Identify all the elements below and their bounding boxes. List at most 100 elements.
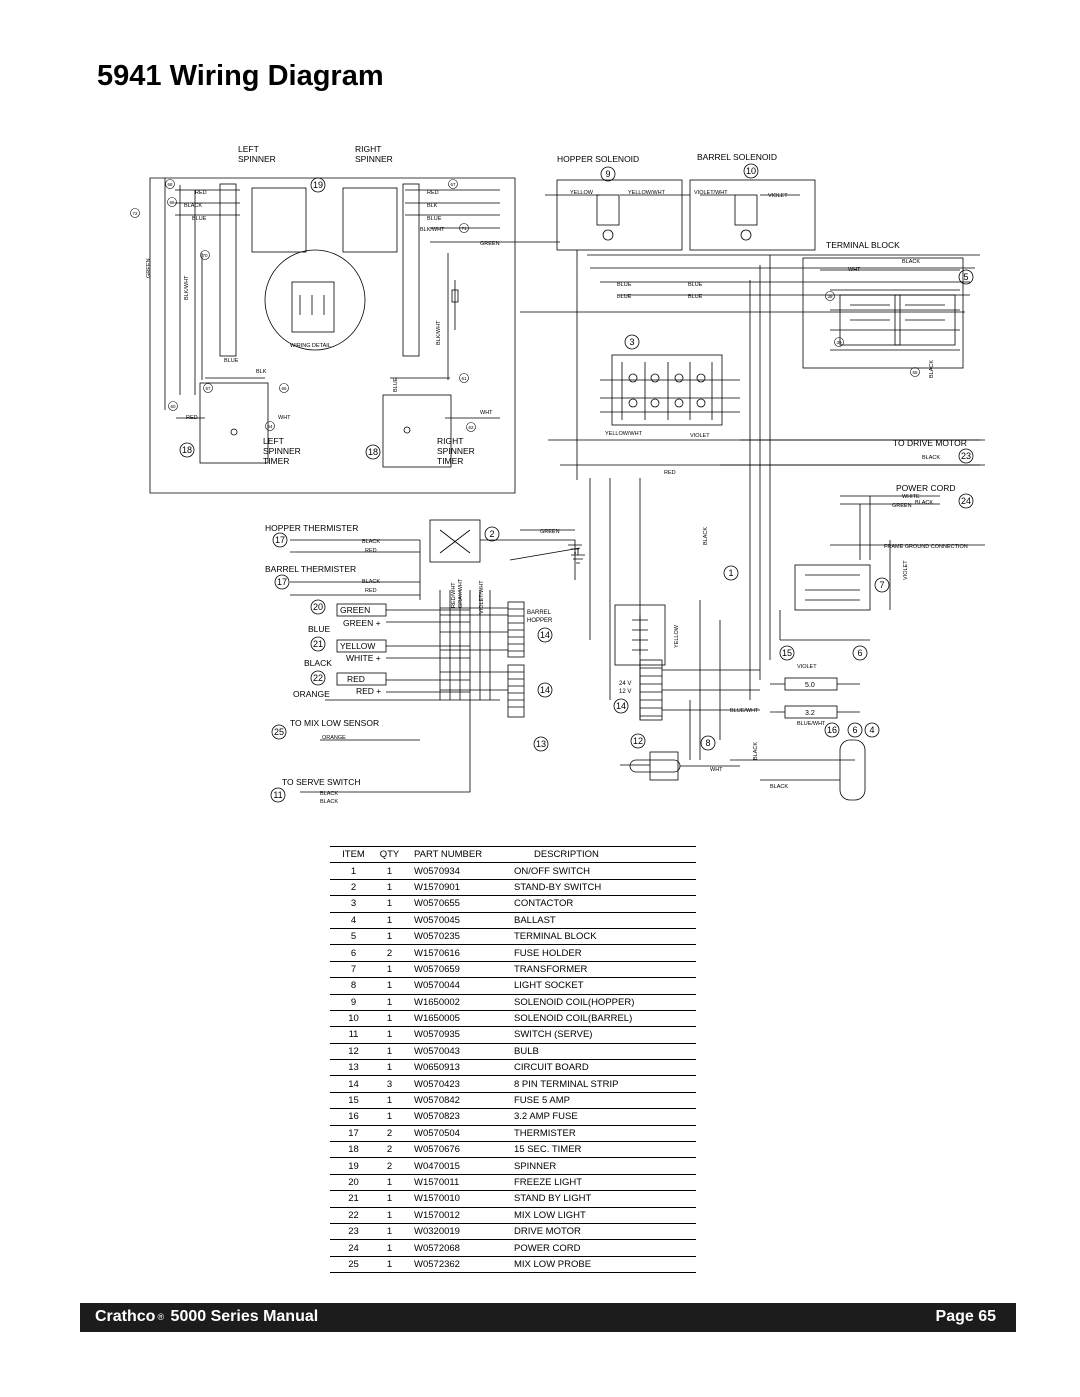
callout-14b: 14 (537, 682, 553, 698)
wire-label-violet-fuse: VIOLET (797, 664, 817, 670)
hopper-solenoid-label: HOPPER SOLENOID (557, 154, 639, 164)
cell-item: 11 (330, 1026, 377, 1044)
cell-item: 22 (330, 1207, 377, 1224)
cell-part-number: W1650005 (402, 1010, 508, 1028)
callout-24: 24 (958, 493, 974, 509)
svg-text:8: 8 (705, 738, 710, 748)
wire-num-72: 72 (130, 208, 140, 218)
cell-description: THERMISTER (508, 1125, 696, 1143)
cell-description: SPINNER (508, 1157, 696, 1175)
svg-text:3: 3 (629, 337, 634, 347)
cell-qty: 2 (377, 1125, 402, 1143)
wire-label-blue-vert: BLUE (393, 377, 399, 392)
wire-label-black-bulb: BLACK (770, 784, 788, 790)
wire-label-blue-centre-3: BLUE (617, 294, 632, 300)
cell-description: LIGHT SOCKET (508, 977, 696, 995)
cell-qty: 2 (377, 1157, 402, 1175)
wire-label-wht-lower: WHT (278, 415, 291, 421)
serve-switch-label: TO SERVE SWITCH (282, 777, 361, 787)
cell-part-number: W1570616 (402, 944, 508, 962)
callout-4: 4 (864, 722, 880, 738)
wire-label-black-serve-2: BLACK (320, 799, 338, 805)
cell-item: 17 (330, 1125, 377, 1143)
wire-num-69: 68 (165, 179, 175, 189)
cell-part-number: W0570935 (402, 1026, 508, 1044)
cell-description: CONTACTOR (508, 895, 696, 913)
svg-text:65: 65 (281, 386, 287, 391)
wire-label-red-wht-vert: RED/WHT (451, 582, 457, 608)
svg-text:71: 71 (461, 226, 467, 231)
svg-text:17: 17 (275, 535, 285, 545)
cell-description: SWITCH (SERVE) (508, 1026, 696, 1044)
header-qty: QTY (377, 845, 402, 864)
wire-num-68: 67 (448, 179, 458, 189)
cell-qty: 1 (377, 994, 402, 1011)
svg-text:60: 60 (170, 404, 176, 409)
footer-brand: Crathco (95, 1308, 156, 1325)
wire-label-blue-centre-2: BLUE (688, 282, 703, 288)
wire-label-black-therm: BLACK (362, 539, 380, 545)
cell-description: ON/OFF SWITCH (508, 862, 696, 880)
svg-text:18: 18 (368, 447, 378, 457)
callout-3: 3 (624, 334, 640, 350)
right-spinner-label-1: RIGHT (355, 144, 381, 154)
wire-num-70: 70 (200, 250, 210, 260)
cell-item: 8 (330, 977, 377, 995)
wire-label-black-tb: BLACK (902, 259, 920, 265)
callout-21: 21 (310, 636, 326, 652)
svg-text:4: 4 (869, 725, 874, 735)
cell-item: 16 (330, 1108, 377, 1126)
svg-text:20: 20 (313, 602, 323, 612)
wire-num-39: 39 (834, 337, 844, 347)
wire-label-gray-wht-vert: GRAY/WHT (458, 578, 464, 608)
callout-20: 20 (310, 599, 326, 615)
page-title: 5941 Wiring Diagram (97, 60, 384, 92)
footer-series: 5000 Series Manual (170, 1308, 319, 1325)
wire-label-orange: ORANGE (322, 735, 346, 741)
cell-qty: 1 (377, 1043, 402, 1061)
cell-part-number: W0470015 (402, 1157, 508, 1175)
footer-page-number: Page 65 (935, 1308, 996, 1325)
cell-qty: 1 (377, 1092, 402, 1110)
callout-19: 19 (310, 177, 326, 193)
cell-item: 18 (330, 1141, 377, 1159)
cell-item: 15 (330, 1092, 377, 1110)
voltage-12-label: 12 V (619, 689, 631, 695)
spinner-section (149, 177, 560, 793)
left-spinner-label-2: SPINNER (238, 154, 276, 164)
wire-label-blk-wht-vert: BLK/WHT (184, 275, 190, 300)
wiring-detail-label: WIRING DETAIL (290, 343, 331, 349)
fuse-32-label: 3.2 (805, 710, 815, 717)
callout-markers: 1 2 3 4 5 6 6 7 8 9 10 11 12 13 14 14 14… (179, 163, 974, 803)
callout-16: 16 (824, 722, 840, 738)
right-timer-label-3: TIMER (437, 456, 463, 466)
cell-item: 13 (330, 1059, 377, 1077)
cell-part-number: W1570011 (402, 1174, 508, 1192)
cell-item: 12 (330, 1043, 377, 1061)
wire-label-blue-wht-fuse: BLUE/WHT (797, 721, 826, 727)
callout-18b: 18 (365, 444, 381, 460)
parts-table-header: ITEM QTY PART NUMBER DESCRIPTION (330, 845, 696, 864)
wire-label-black-vert: BLACK (703, 527, 709, 545)
header-part-number: PART NUMBER (402, 845, 508, 864)
light-wire-black: BLACK (304, 658, 332, 668)
light-white-plus: WHITE + (346, 653, 381, 663)
svg-text:24: 24 (961, 496, 971, 506)
solenoid-section (429, 179, 980, 720)
cell-description: FUSE HOLDER (508, 944, 696, 962)
wire-label-red-therm-2: RED (365, 588, 377, 594)
callout-5: 5 (958, 269, 974, 285)
svg-text:13: 13 (536, 739, 546, 749)
callout-2: 2 (484, 526, 500, 542)
callout-14a: 14 (537, 627, 553, 643)
wire-label-yellow: YELLOW (570, 190, 594, 196)
wire-num-61: 61 (459, 373, 469, 383)
cell-qty: 1 (377, 912, 402, 929)
wire-label-black-therm-2: BLACK (362, 579, 380, 585)
svg-text:6: 6 (852, 725, 857, 735)
